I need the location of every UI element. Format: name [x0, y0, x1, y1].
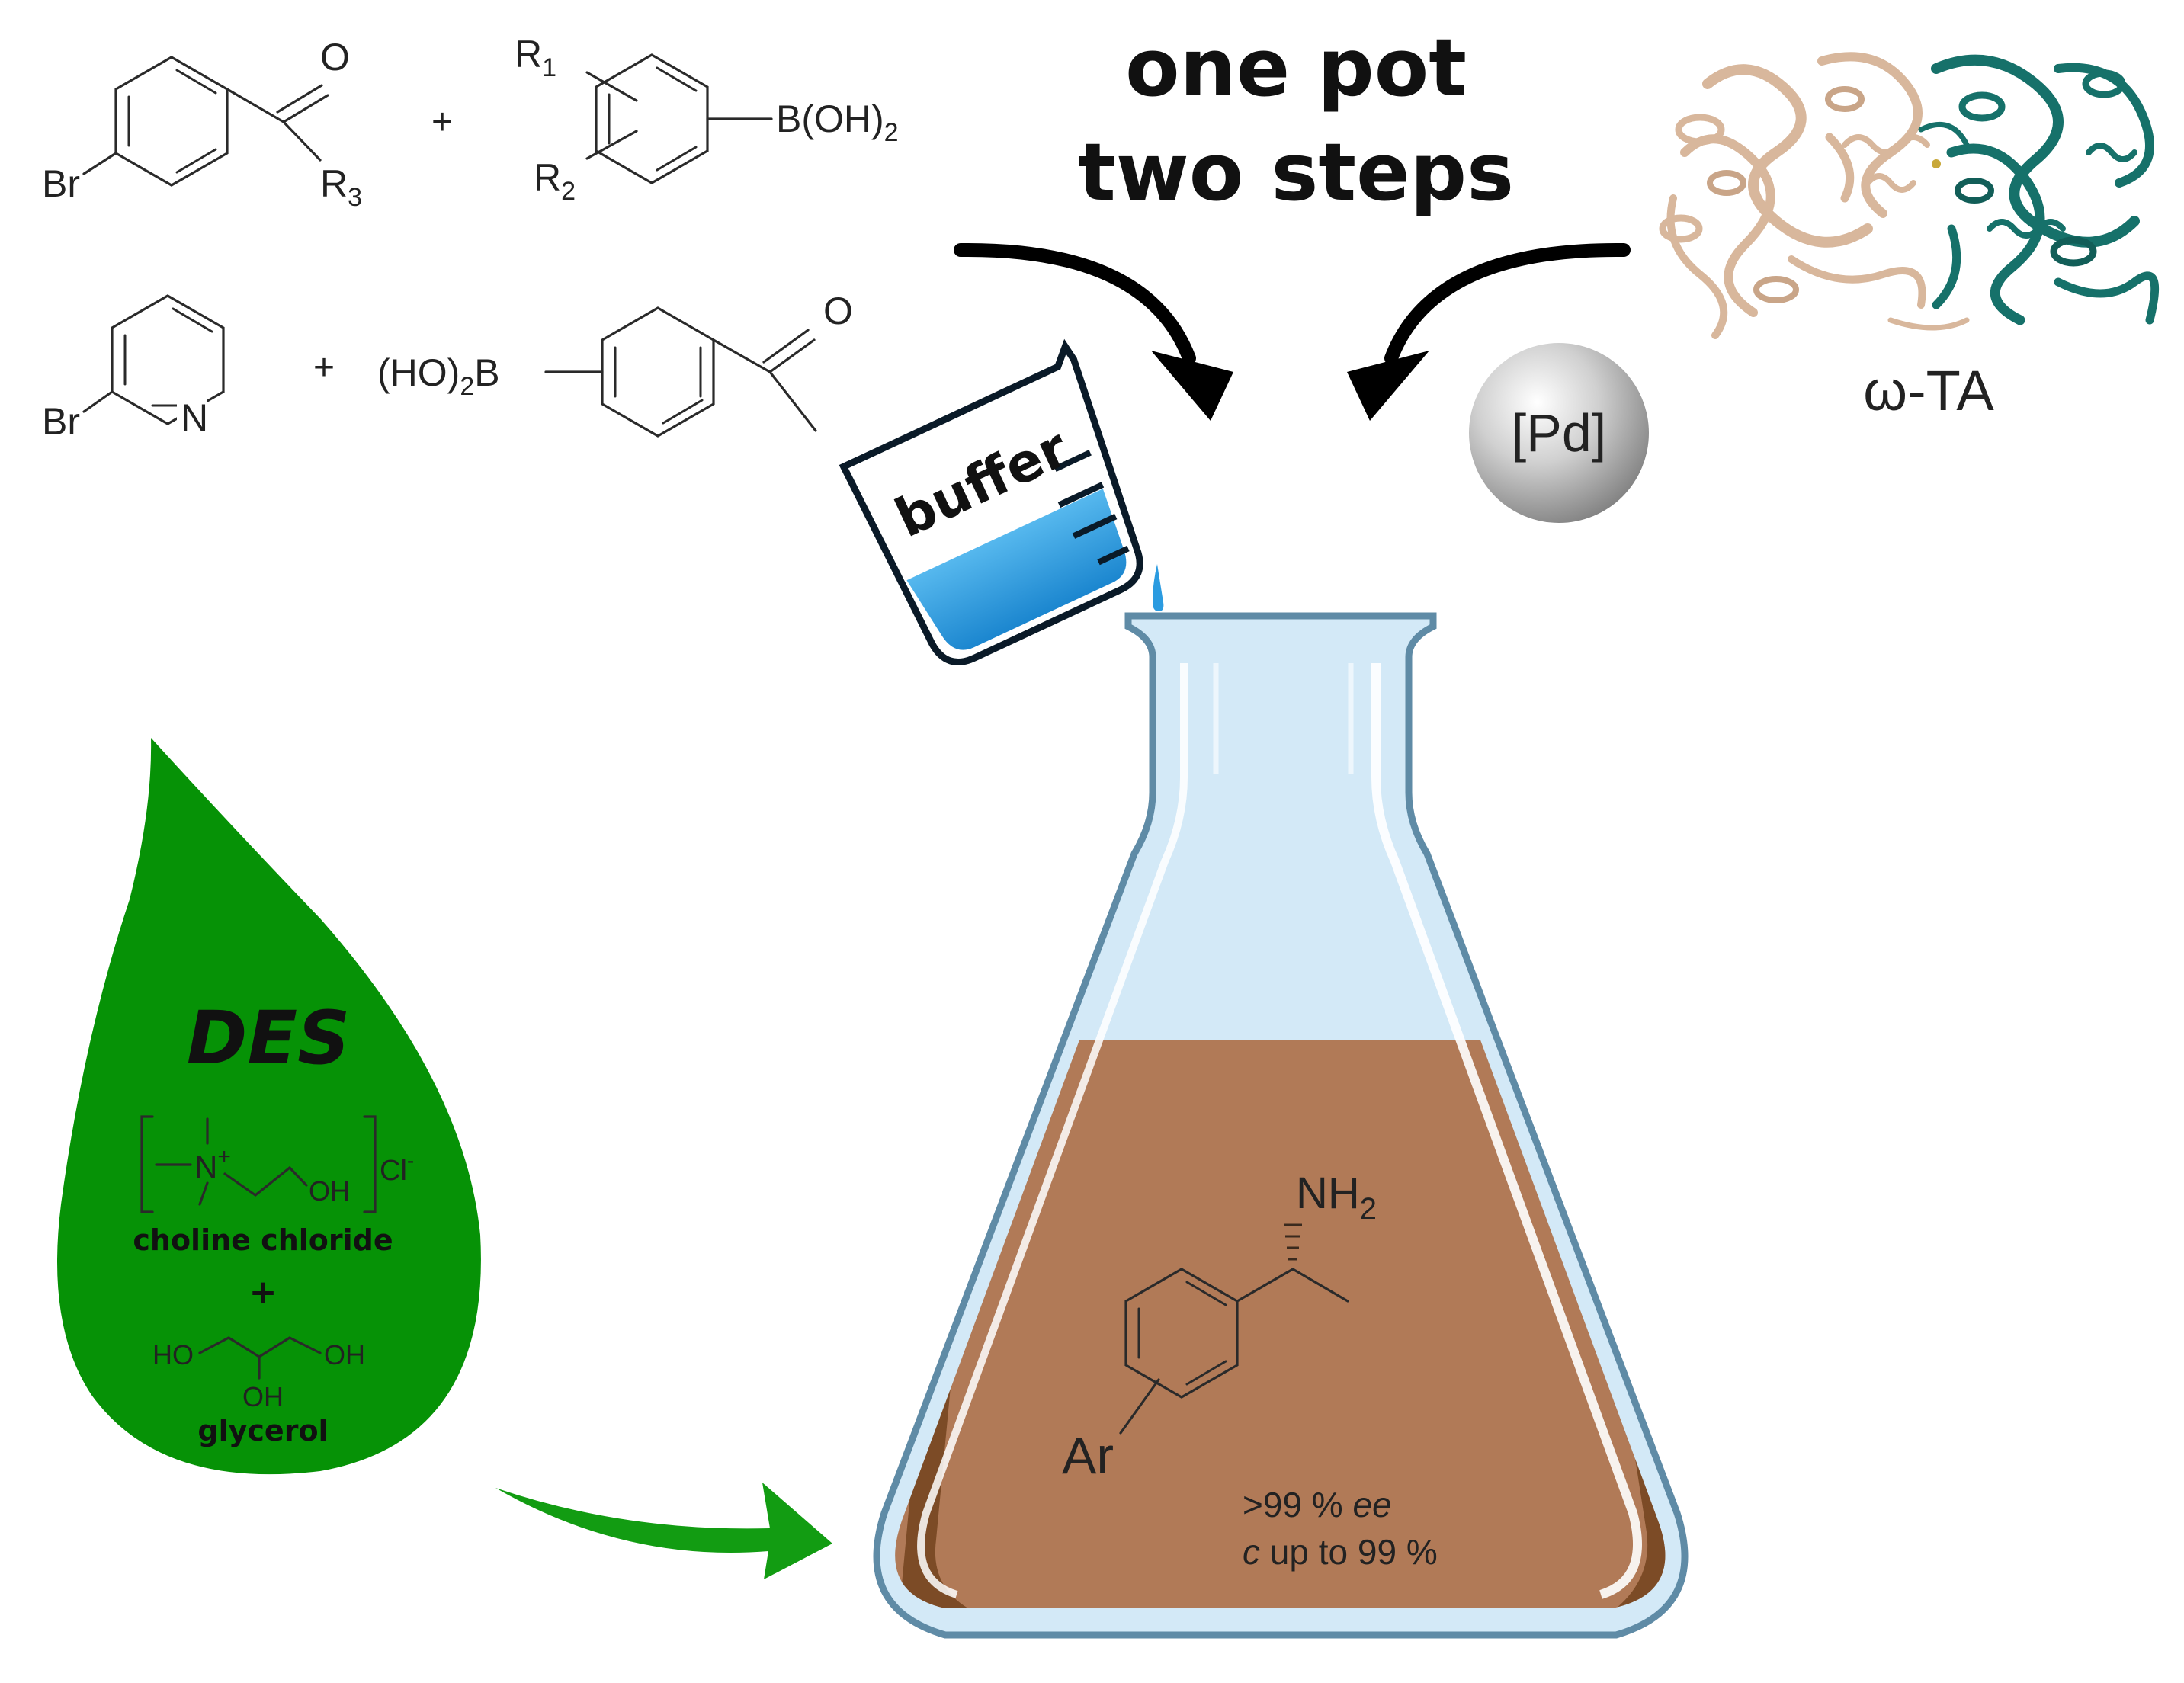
arylboronic-acid-structure: R1 R2 B(OH)2 — [515, 33, 899, 206]
glycerol-structure: HO OH OH — [152, 1336, 365, 1412]
amine-label: NH2 — [1296, 1168, 1377, 1226]
r2-label: R2 — [534, 156, 576, 206]
reaction-two: N Br + (HO)2B O — [42, 290, 853, 443]
glycerol-ho-left-label: HO — [152, 1339, 194, 1370]
bromoaryl-ketone-structure: O R3 Br — [42, 36, 362, 212]
r1-label: R1 — [515, 33, 556, 82]
bromopyridine-structure: N Br — [42, 294, 225, 443]
des-title: DES — [187, 995, 350, 1081]
boronic-ester-label: (HO)2B — [377, 351, 500, 401]
des-plus-sign: + — [249, 1273, 277, 1312]
palladium-label: [Pd] — [1512, 403, 1607, 463]
glycerol-label: glycerol — [197, 1414, 328, 1447]
choline-nitrogen-label: N+ — [194, 1144, 231, 1185]
reaction-one: O R3 Br + R1 R2 B(OH)2 — [42, 33, 899, 212]
header-line-one: one pot — [1125, 21, 1467, 114]
header-line-two: two steps — [1078, 126, 1514, 219]
des-drop-shape — [57, 738, 481, 1475]
buffer-drop — [1153, 564, 1164, 611]
conversion-label: c up to 99 % — [1243, 1532, 1438, 1572]
chloride-label: Cl- — [380, 1149, 414, 1187]
des-solvent-drop: DES N+ OH Cl- choline chloride + HO OH — [57, 738, 481, 1475]
chiral-amine-product-structure: NH2 Ar >99 % ee c up to 99 % — [1062, 1168, 1438, 1572]
ketone-oxygen-label: O — [320, 36, 350, 79]
choline-chloride-structure: N+ OH Cl- — [140, 1115, 414, 1213]
palladium-catalyst: [Pd] — [1469, 343, 1649, 523]
enzyme-label: ω-TA — [1863, 359, 1994, 422]
pyridine-nitrogen-label: N — [181, 396, 208, 439]
enzyme-ribbon-illustration: ω-TA — [1659, 52, 2160, 422]
header-title: one pot two steps — [1078, 21, 1514, 219]
palladium-sphere — [1469, 343, 1649, 523]
glycerol-oh-bottom-label: OH — [242, 1381, 284, 1412]
aryl-label: Ar — [1062, 1427, 1114, 1485]
r3-label: R3 — [320, 162, 362, 212]
bromo-label: Br — [42, 162, 80, 205]
plus-sign-two: + — [313, 348, 335, 388]
boronic-acid-label: B(OH)2 — [776, 98, 899, 147]
plus-sign-one: + — [431, 102, 453, 143]
enantiomeric-excess-label: >99 % ee — [1243, 1485, 1392, 1524]
acetylphenylboronic-acid-structure: (HO)2B O — [377, 290, 853, 438]
acetyl-oxygen-label: O — [823, 290, 853, 332]
glycerol-oh-right-label: OH — [324, 1339, 365, 1370]
choline-chloride-label: choline chloride — [133, 1223, 393, 1257]
buffer-beaker: buffer — [839, 338, 1164, 665]
des-addition-arrow — [495, 1483, 832, 1579]
choline-hydroxyl-label: OH — [309, 1175, 350, 1207]
bromo-label-two: Br — [42, 400, 80, 443]
curved-arrow-right — [1347, 242, 1631, 421]
curved-arrow-left — [954, 242, 1233, 421]
